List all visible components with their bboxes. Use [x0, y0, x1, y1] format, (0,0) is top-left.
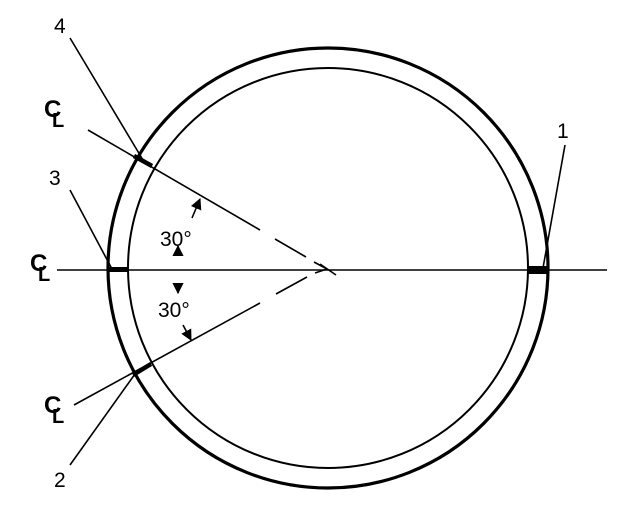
leader-line-3 [69, 189, 113, 270]
callout-label-1: 1 [557, 120, 569, 143]
outer-ring [106, 46, 550, 490]
center-mark [319, 263, 337, 276]
upper-centerline-dash [274, 238, 307, 258]
lower-angle-arrow [181, 324, 192, 341]
location-bar-3 [107, 267, 129, 272]
lower-centerline-dash-end [314, 268, 328, 274]
leader-line-1 [542, 144, 566, 269]
location-bar-1 [528, 266, 548, 274]
svg-text:L: L [52, 406, 64, 428]
upper-centerline-solid [87, 129, 261, 231]
lower-centerline-solid [73, 302, 261, 406]
upper-angle-arrow [190, 197, 202, 219]
lower-centerline-dash [275, 276, 308, 295]
lower-angle-label: 30° [158, 299, 190, 322]
svg-text:L: L [52, 110, 64, 132]
inner-ring [127, 67, 529, 469]
upper-angle-label: 30° [160, 228, 192, 251]
location-bar-4 [132, 154, 154, 168]
svg-text:C: C [44, 392, 61, 419]
callout-label-2: 2 [54, 469, 66, 492]
leader-line-2 [69, 373, 136, 466]
centerline-symbol-upper: C L [44, 96, 64, 132]
centerline-symbol-lower: C L [44, 392, 64, 428]
svg-text:C: C [44, 96, 61, 123]
svg-text:L: L [38, 264, 50, 286]
centerline-symbol-middle: C L [30, 250, 50, 286]
leader-line-4 [69, 37, 144, 161]
callout-label-3: 3 [49, 167, 61, 190]
callout-label-4: 4 [54, 15, 66, 38]
location-bar-2 [131, 362, 153, 377]
svg-text:C: C [30, 250, 47, 277]
